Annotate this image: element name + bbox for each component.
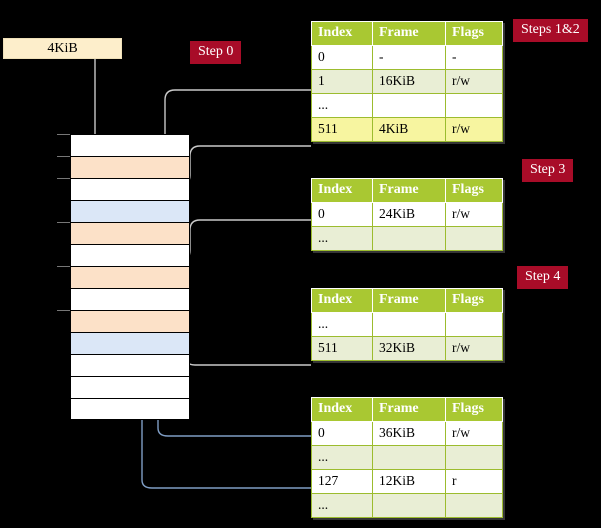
cell-index: ... [311,93,373,118]
memory-tick-2 [57,178,70,179]
memory-frame-11 [70,376,190,398]
column-header-index: Index [311,397,373,422]
cell-flags: r/w [445,421,503,446]
badge-steps-1-2: Steps 1&2 [513,19,588,42]
badge-step-4: Step 4 [517,266,569,289]
table-row: ... [311,226,503,251]
cell-frame: 32KiB [372,336,446,361]
cell-index: ... [311,226,373,251]
cell-frame: 12KiB [372,469,446,494]
cell-flags [445,226,503,251]
table-header-row: Index Frame Flags [311,178,503,203]
table-row: ... [311,493,503,518]
wire-step4 [175,295,311,366]
column-header-flags: Flags [445,21,503,46]
cell-flags [445,493,503,518]
column-header-frame: Frame [372,21,446,46]
cell-flags: r/w [445,117,503,142]
cell-index: ... [311,445,373,470]
table-header-row: Index Frame Flags [311,21,503,46]
memory-frame-4 [70,222,190,244]
table-header-row: Index Frame Flags [311,397,503,422]
wire-step3 [173,219,311,264]
cell-index: 127 [311,469,373,494]
cell-index: ... [311,312,373,337]
cell-flags: - [445,45,503,70]
memory-tick-4 [57,222,70,223]
cell-flags: r/w [445,336,503,361]
badge-step-3: Step 3 [522,159,574,182]
cell-flags [445,312,503,337]
memory-tick-1 [57,156,70,157]
table-row: 0-- [311,45,503,70]
cell-flags: r [445,469,503,494]
column-header-frame: Frame [372,288,446,313]
memory-frame-3 [70,200,190,222]
cell-index: 511 [311,117,373,142]
memory-frame-10 [70,354,190,376]
table-row: ... [311,445,503,470]
cell-frame: - [372,45,446,70]
cell-frame: 4KiB [372,117,446,142]
cell-index: 0 [311,202,373,227]
cell-index: 1 [311,69,373,94]
cell-index: 0 [311,421,373,446]
cell-frame [372,93,446,118]
cell-frame [372,493,446,518]
cell-frame [372,445,446,470]
memory-frame-8 [70,310,190,332]
cell-frame: 24KiB [372,202,446,227]
cell-flags [445,445,503,470]
column-header-flags: Flags [445,178,503,203]
cell-flags [445,93,503,118]
cell-index: 511 [311,336,373,361]
column-header-index: Index [311,178,373,203]
cell-flags: r/w [445,69,503,94]
memory-frame-9 [70,332,190,354]
cell-frame: 36KiB [372,421,446,446]
memory-tick-0 [57,134,70,135]
cell-frame [372,312,446,337]
cell-flags: r/w [445,202,503,227]
physical-memory-column [70,134,190,420]
column-header-flags: Flags [445,288,503,313]
badge-step-0: Step 0 [190,41,242,64]
table-header-row: Index Frame Flags [311,288,503,313]
memory-tick-8 [57,310,70,311]
memory-frame-2 [70,178,190,200]
memory-frame-1 [70,156,190,178]
memory-frame-7 [70,288,190,310]
cell-frame [372,226,446,251]
cell-index: 0 [311,45,373,70]
cell-frame: 16KiB [372,69,446,94]
memory-frame-12 [70,398,190,420]
cell-index: ... [311,493,373,518]
column-header-frame: Frame [372,397,446,422]
memory-tick-6 [57,266,70,267]
memory-frame-0 [70,134,190,156]
virtual-address-label: 4KiB [3,38,122,59]
column-header-index: Index [311,288,373,313]
table-row: ... [311,93,503,118]
column-header-index: Index [311,21,373,46]
column-header-frame: Frame [372,178,446,203]
memory-frame-5 [70,244,190,266]
column-header-flags: Flags [445,397,503,422]
table-row: ... [311,312,503,337]
memory-frame-6 [70,266,190,288]
